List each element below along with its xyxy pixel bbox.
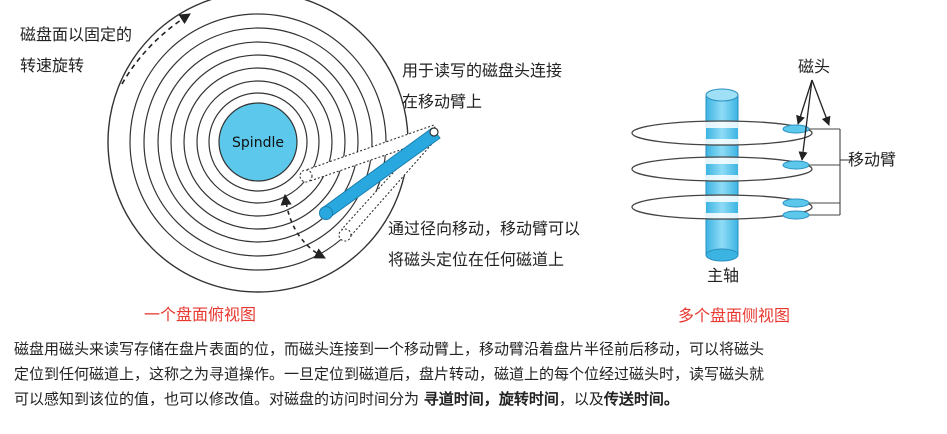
head-arrow-1-icon — [796, 79, 813, 125]
side-arm-lines — [809, 128, 852, 216]
side-head-label: 磁头 — [798, 57, 830, 76]
ghost-arm-upper — [299, 124, 439, 183]
term-rotation-time: 旋转时间 — [498, 390, 559, 408]
term-seek-time: 寻道时间 — [423, 390, 484, 408]
disk-diagram-svg: Spindle 磁盘面以固定的 转速旋转 用于读写的磁盘头连接 在移动臂上 通过… — [20, 0, 896, 325]
spindle-hub — [218, 102, 298, 182]
side-view-caption: 多个盘面侧视图 — [678, 306, 790, 325]
arm-pivot — [429, 127, 439, 137]
side-arm-label: 移动臂 — [848, 150, 896, 169]
description-line-2: 定位到任何磁道上，这称之为寻道操作。一旦定位到磁道后，盘片转动，磁道上的每个位经… — [14, 365, 765, 383]
head-arrow-2-icon — [798, 79, 813, 161]
head-note-line1: 用于读写的磁盘头连接 — [402, 61, 562, 80]
platter-stack-side-view — [631, 79, 852, 262]
description-line-3-prefix: 可以感知到该位的值，也可以修改值。对磁盘的访问时间分为 — [14, 390, 424, 408]
head-2 — [782, 160, 810, 170]
head-note-line2: 在移动臂上 — [402, 92, 482, 111]
rotation-arrow-icon — [121, 13, 191, 85]
side-spindle-label: 主轴 — [707, 266, 739, 285]
head-3 — [782, 198, 810, 208]
move-note-line2: 将磁头定位在任何磁道上 — [388, 250, 564, 269]
separator-and: ，以及 — [558, 390, 604, 408]
spindle-label: Spindle — [232, 135, 284, 151]
radial-move-arrow-icon — [280, 193, 326, 259]
top-view-caption: 一个盘面俯视图 — [144, 305, 256, 324]
rotation-note-line2: 转速旋转 — [20, 56, 84, 75]
description-line-1: 磁盘用磁头来读写存储在盘片表面的位，而磁头连接到一个移动臂上，移动臂沿着盘片半径… — [14, 340, 765, 358]
head-4 — [782, 210, 810, 220]
actuator-arm — [319, 127, 441, 220]
description-paragraph: 磁盘用磁头来读写存储在盘片表面的位，而磁头连接到一个移动臂上，移动臂沿着盘片半径… — [14, 337, 934, 412]
line-3-end: 。 — [663, 390, 679, 408]
rotation-note-line1: 磁盘面以固定的 — [20, 25, 132, 44]
move-note-line1: 通过径向移动，移动臂可以 — [388, 219, 580, 238]
head-arrow-3-icon — [811, 79, 831, 126]
separator-comma: ， — [483, 390, 499, 408]
term-transfer-time: 传送时间 — [603, 390, 664, 408]
